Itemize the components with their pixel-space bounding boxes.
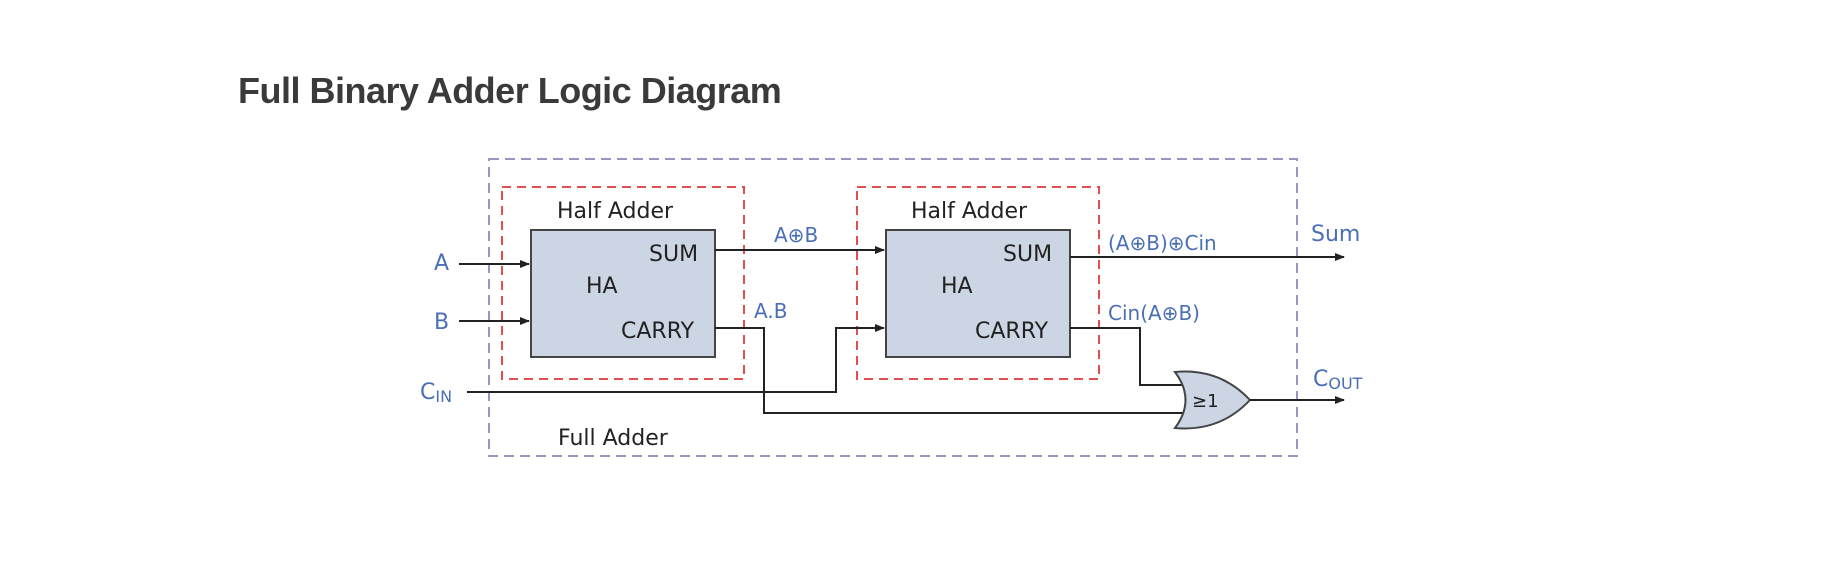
signal-a-xor-b-label: A⊕B xyxy=(774,223,818,247)
input-cin-label: CIN xyxy=(420,380,452,406)
half-adder-2-carry-label: CARRY xyxy=(975,319,1049,344)
half-adder-1-block xyxy=(530,229,716,358)
full-adder-boundary xyxy=(488,158,1298,457)
page-title: Full Binary Adder Logic Diagram xyxy=(238,70,782,111)
or-gate-label: ≥1 xyxy=(1192,391,1219,412)
signal-sum-expr-label: (A⊕B)⊕Cin xyxy=(1108,231,1217,255)
half-adder-1-carry-label: CARRY xyxy=(621,319,695,344)
half-adder-2-title: Half Adder xyxy=(911,199,1028,224)
signal-carry-expr-label: Cin(A⊕B) xyxy=(1108,301,1200,325)
or-gate xyxy=(1173,370,1252,430)
half-adder-2-center-label: HA xyxy=(941,274,973,299)
input-b-label: B xyxy=(434,310,449,335)
output-sum-label: Sum xyxy=(1311,222,1360,247)
half-adder-2-sum-label: SUM xyxy=(1003,242,1052,267)
output-cout-label: COUT xyxy=(1313,367,1363,393)
half-adder-1-sum-label: SUM xyxy=(649,242,698,267)
half-adder-2-boundary xyxy=(856,186,1100,380)
wire-a-and-b xyxy=(715,327,1208,414)
half-adder-1-title: Half Adder xyxy=(557,199,674,224)
half-adder-2-block xyxy=(885,229,1071,358)
wire-carry-2 xyxy=(1070,327,1196,386)
half-adder-1-center-label: HA xyxy=(586,274,618,299)
wire-cin xyxy=(467,324,885,393)
half-adder-1-boundary xyxy=(501,186,745,380)
full-adder-label: Full Adder xyxy=(558,426,669,451)
input-a-label: A xyxy=(434,251,449,276)
signal-a-and-b-label: A.B xyxy=(754,299,787,323)
